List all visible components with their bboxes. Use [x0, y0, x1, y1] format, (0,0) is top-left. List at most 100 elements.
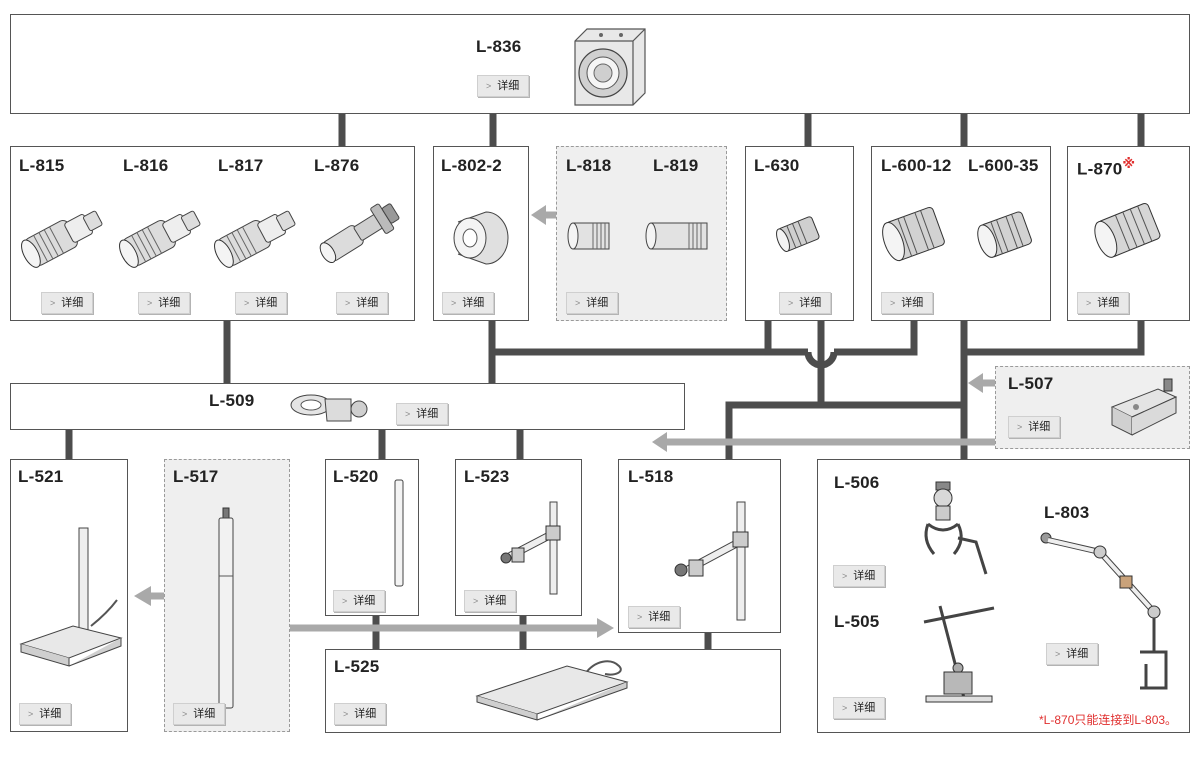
product-box-l836: L-836 >详细 [10, 14, 1190, 114]
detail-label: 详细 [648, 611, 671, 623]
product-label-l818: L-818 [566, 156, 612, 175]
wire-hbar-right [834, 320, 918, 356]
detail-button-l509[interactable]: > 详细 [396, 403, 449, 425]
detail-label: 详细 [462, 297, 485, 309]
asterisk-mark: ※ [1122, 156, 1136, 171]
wire-to-518 [725, 401, 964, 460]
product-label-l816: L-816 [123, 156, 169, 175]
product-box-l815-group: L-815 L-816 L-817 L-876 [10, 146, 415, 321]
chevron-right-icon: > [244, 298, 250, 308]
detail-label: 详细 [416, 408, 439, 420]
product-box-l509: L-509 > 详细 [10, 383, 685, 430]
detail-button-l518[interactable]: >详细 [628, 606, 681, 628]
detail-button-l521[interactable]: > 详细 [19, 703, 72, 725]
detail-label: 详细 [901, 297, 924, 309]
chevron-right-icon: > [147, 298, 153, 308]
product-label-l523: L-523 [464, 467, 510, 486]
detail-button-l507[interactable]: >详细 [1008, 416, 1061, 438]
magnetic-stand-image [923, 605, 995, 703]
clamp-holder-image [290, 394, 368, 422]
detail-button-l506[interactable]: > 详细 [833, 565, 886, 587]
adapter-block-image [1110, 378, 1178, 436]
lens-image-l870 [1094, 202, 1161, 258]
detail-label: 详细 [497, 80, 520, 92]
detail-label: 详细 [39, 708, 62, 720]
detail-button-l836[interactable]: >详细 [477, 75, 530, 97]
arrow-517-518-head [597, 618, 614, 638]
arrow-507-518-head [652, 432, 667, 452]
detail-button-l803[interactable]: >详细 [1046, 643, 1099, 665]
detail-button-l816[interactable]: > 详细 [138, 292, 191, 314]
product-box-l521: L-521 > 详细 [10, 459, 128, 732]
detail-label: 详细 [356, 297, 379, 309]
product-label-l507: L-507 [1008, 374, 1054, 393]
zoom-lens-image-l817 [214, 210, 296, 268]
detail-label: 详细 [158, 297, 181, 309]
detail-button-l817[interactable]: >详细 [235, 292, 288, 314]
detail-button-l525[interactable]: >详细 [334, 703, 387, 725]
product-label-l815: L-815 [19, 156, 65, 175]
lens-image-l630 [776, 216, 820, 252]
product-label-l630: L-630 [754, 156, 800, 175]
chevron-right-icon: > [575, 298, 581, 308]
product-label-l600-12: L-600-12 [881, 156, 952, 175]
product-label-l517: L-517 [173, 467, 219, 486]
detail-button-l600[interactable]: >详细 [881, 292, 934, 314]
arm-clamp-image-l523 [500, 501, 561, 595]
chevron-right-icon: > [28, 709, 34, 719]
detail-button-l870[interactable]: >详细 [1077, 292, 1130, 314]
detail-label: 详细 [1097, 297, 1120, 309]
product-label-l509: L-509 [209, 391, 255, 410]
detail-label: 详细 [586, 297, 609, 309]
compatibility-note: *L-870只能连接到L-803。 [1039, 713, 1178, 727]
detail-label: 详细 [799, 297, 822, 309]
detail-label: 详细 [853, 570, 876, 582]
adapter-ring-image [453, 211, 509, 265]
zoom-lens-image-l876 [319, 203, 400, 264]
product-label-l521: L-521 [18, 467, 64, 486]
detail-button-l818[interactable]: > 详细 [566, 292, 619, 314]
chevron-right-icon: > [405, 409, 411, 419]
zoom-lens-image-l816 [119, 210, 201, 268]
product-box-l600-group: L-600-12 L-600-35 >详细 [871, 146, 1051, 321]
product-box-l818-group: L-818 L-819 > 详细 [556, 146, 727, 321]
connector-lines [65, 113, 1145, 650]
detail-label: 详细 [853, 702, 876, 714]
extension-tube-image-l818 [567, 222, 610, 250]
stand-base-image [19, 527, 123, 667]
detail-button-l815[interactable]: >详细 [41, 292, 94, 314]
arrow-818-802-head [531, 205, 546, 225]
chevron-right-icon: > [1055, 649, 1061, 659]
arrow-517-521-head [134, 586, 151, 606]
chevron-right-icon: > [473, 596, 479, 606]
chevron-right-icon: > [842, 571, 848, 581]
product-box-l802-2: L-802-2 >详细 [433, 146, 529, 321]
extension-pole-image [218, 507, 234, 709]
arrows [150, 211, 995, 632]
product-box-l630: L-630 > 详细 [745, 146, 854, 321]
detail-label: 详细 [354, 708, 377, 720]
detail-label: 详细 [484, 595, 507, 607]
detail-button-l520[interactable]: >详细 [333, 590, 386, 612]
detail-button-l505[interactable]: > 详细 [833, 697, 886, 719]
detail-button-l630[interactable]: > 详细 [779, 292, 832, 314]
product-box-l525: L-525 >详细 [325, 649, 781, 733]
arm-clamp-image-l518 [674, 501, 749, 621]
product-label-l600-35: L-600-35 [968, 156, 1039, 175]
product-box-l870: L-870※ >详细 [1067, 146, 1190, 321]
lens-image-l600-12 [882, 206, 945, 262]
detail-button-l802-2[interactable]: > 详细 [442, 292, 495, 314]
chevron-right-icon: > [451, 298, 457, 308]
detail-button-l876[interactable]: >详细 [336, 292, 389, 314]
chevron-right-icon: > [50, 298, 56, 308]
detail-button-l517[interactable]: >详细 [173, 703, 226, 725]
product-label-l520: L-520 [333, 467, 379, 486]
detail-button-l523[interactable]: > 详细 [464, 590, 517, 612]
product-label-l819: L-819 [653, 156, 699, 175]
chevron-right-icon: > [1017, 422, 1023, 432]
magic-arm-image [1040, 532, 1168, 690]
chevron-right-icon: > [842, 703, 848, 713]
chevron-right-icon: > [788, 298, 794, 308]
pole-image [394, 479, 404, 587]
